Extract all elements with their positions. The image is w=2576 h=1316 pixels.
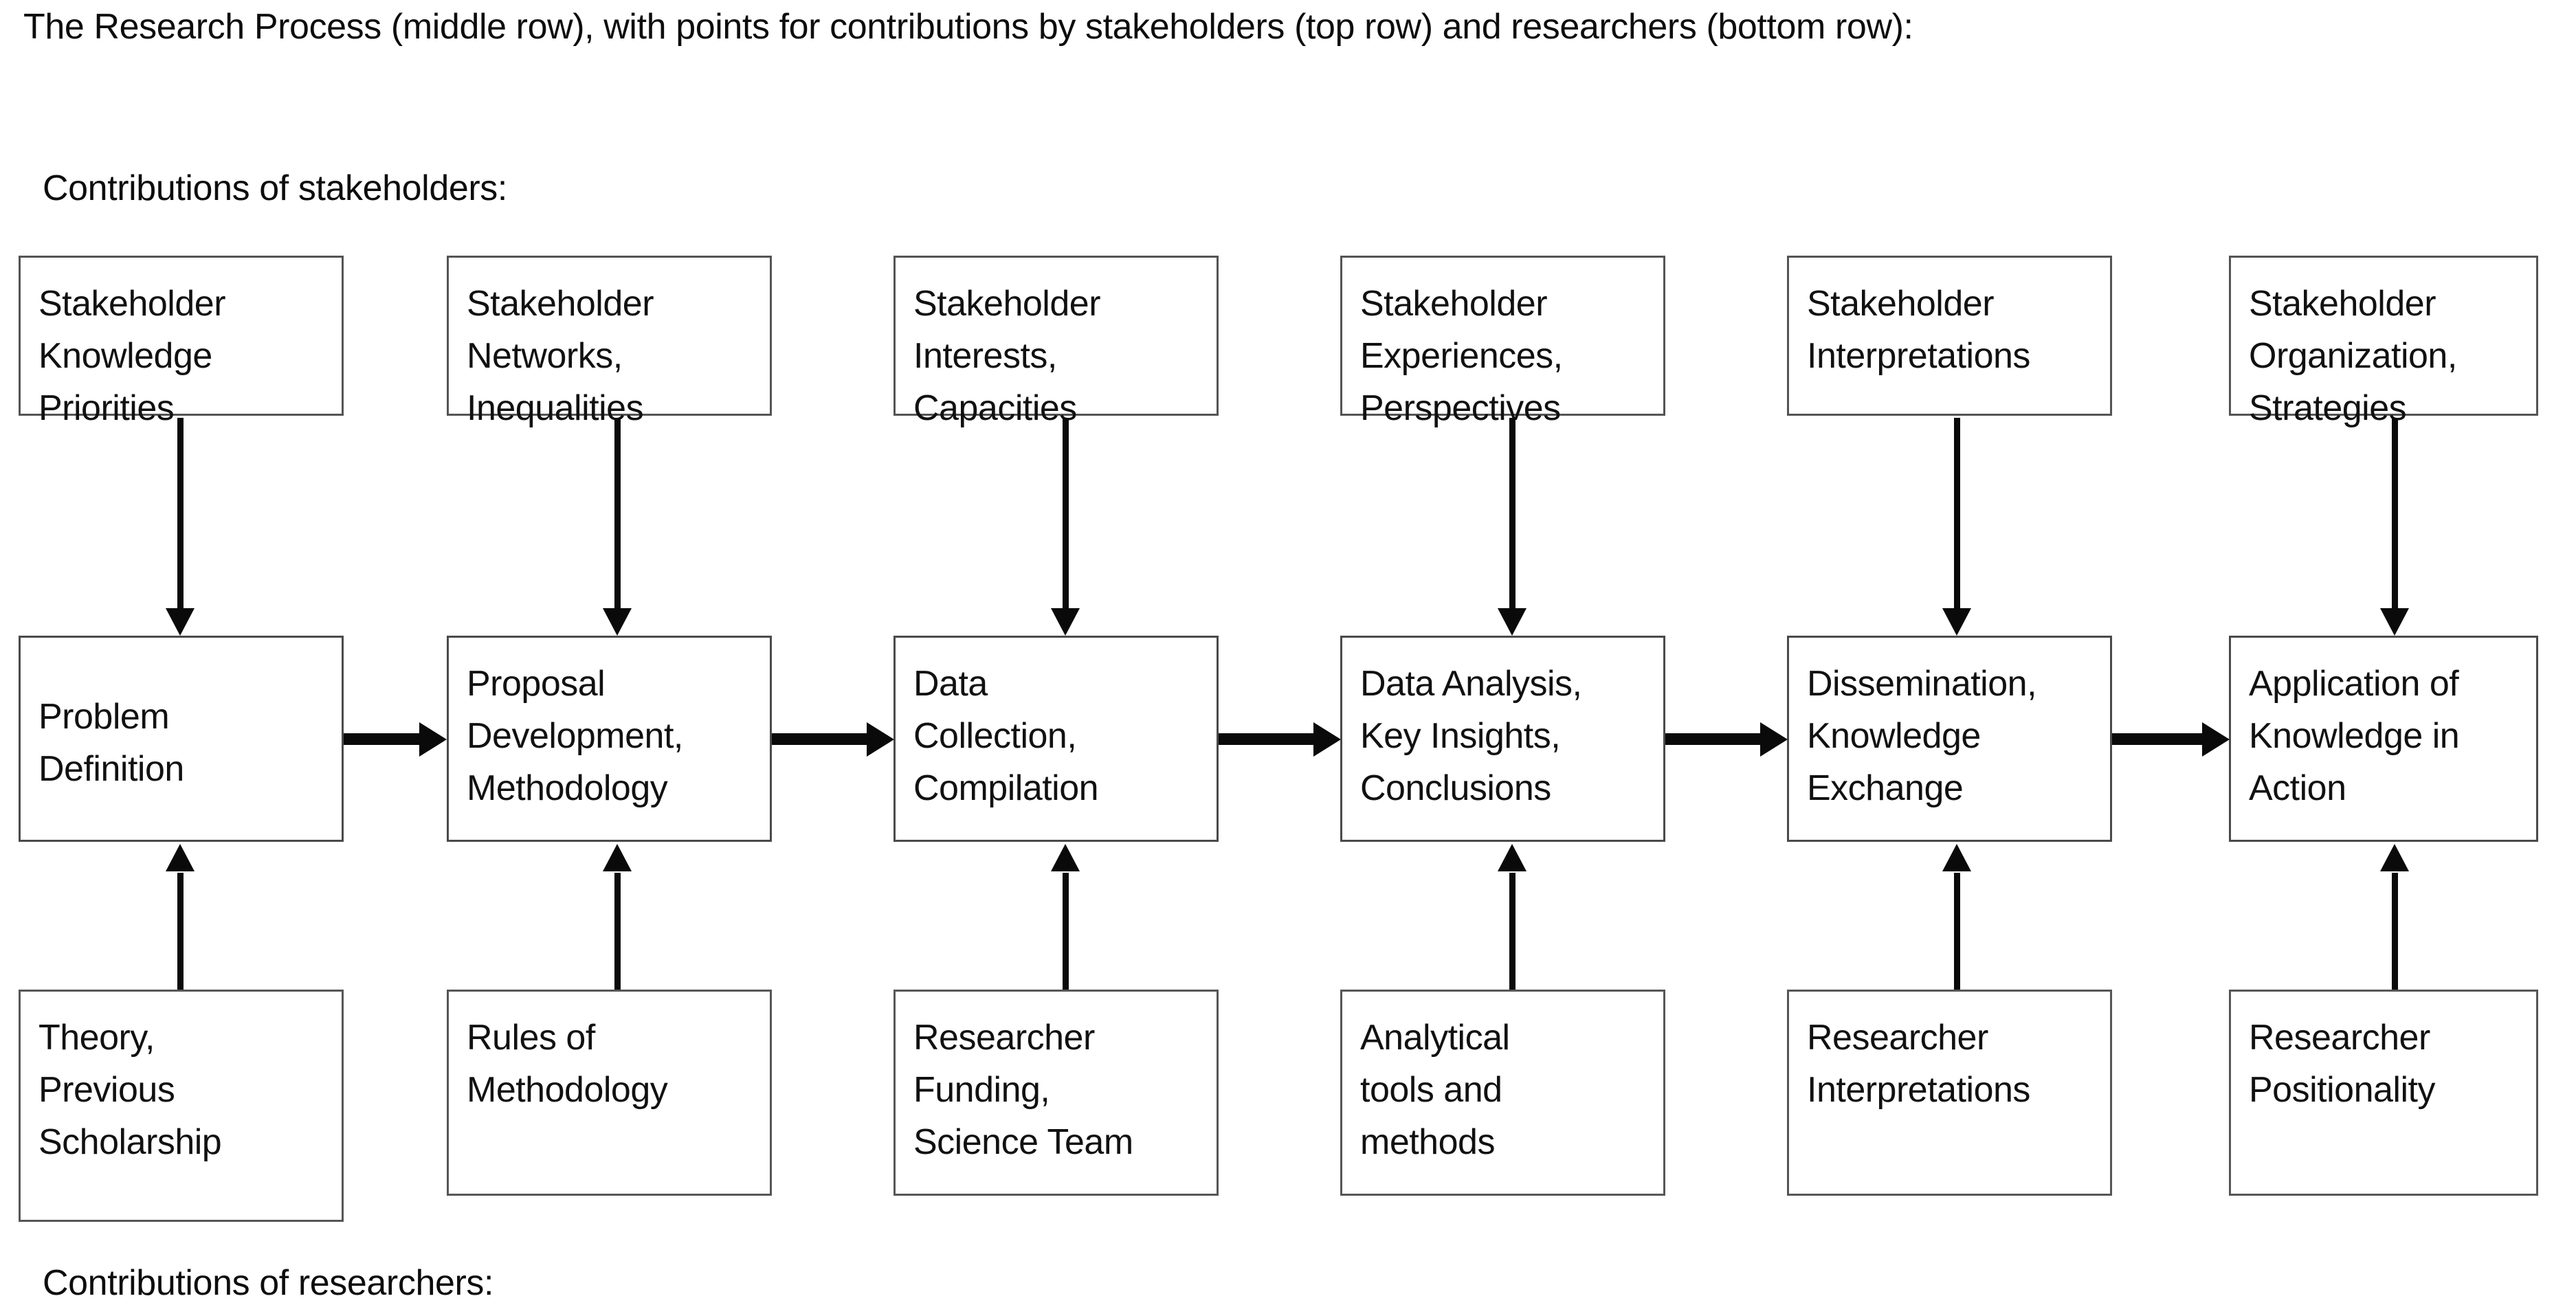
node-line: methods — [1360, 1122, 1495, 1162]
node-line: Knowledge in — [2249, 715, 2460, 756]
node-line: Interpretations — [1807, 1069, 2030, 1110]
node-line: Problem — [38, 697, 170, 737]
node-line: Application of — [2249, 664, 2459, 704]
node-line: Science Team — [913, 1122, 1133, 1162]
stakeholder-node-5[interactable]: Stakeholder Interpretations — [1787, 256, 2112, 416]
researcher-node-5[interactable]: Researcher Interpretations — [1787, 990, 2112, 1196]
node-line: tools and — [1360, 1069, 1502, 1110]
node-line: Rules of — [467, 1018, 595, 1058]
process-node-5[interactable]: Dissemination, Knowledge Exchange — [1787, 636, 2112, 842]
researcher-node-2[interactable]: Rules of Methodology — [447, 990, 772, 1196]
process-node-2[interactable]: Proposal Development, Methodology — [447, 636, 772, 842]
stakeholder-node-1[interactable]: Stakeholder Knowledge Priorities — [19, 256, 344, 428]
node-line: Exchange — [1807, 768, 1964, 808]
node-line: Priorities — [38, 388, 175, 428]
node-line: Data Analysis, — [1360, 664, 1582, 704]
researcher-node-4[interactable]: Analytical tools and methods — [1340, 990, 1665, 1196]
node-line: Dissemination, — [1807, 664, 2037, 704]
node-line: Interests, — [913, 335, 1057, 376]
node-line: Previous — [38, 1069, 175, 1110]
node-line: Stakeholder — [1360, 284, 1548, 324]
node-line: Data — [913, 664, 988, 704]
node-line: Researcher — [913, 1018, 1095, 1058]
node-line: Perspectives — [1360, 388, 1561, 428]
node-line: Action — [2249, 768, 2346, 808]
node-line: Theory, — [38, 1018, 155, 1058]
node-line: Knowledge — [38, 335, 212, 376]
node-line: Positionality — [2249, 1069, 2435, 1110]
node-line: Funding, — [913, 1069, 1050, 1110]
stakeholder-node-3[interactable]: Stakeholder Interests, Capacities — [893, 256, 1219, 428]
node-line: Experiences, — [1360, 335, 1563, 376]
node-line: Development, — [467, 715, 683, 756]
node-line: Definition — [38, 748, 184, 789]
node-line: Stakeholder — [38, 284, 226, 324]
node-line: Methodology — [467, 1069, 668, 1110]
researcher-node-6[interactable]: Researcher Positionality — [2229, 990, 2538, 1196]
diagram-title: The Research Process (middle row), with … — [23, 7, 1913, 47]
node-line: Methodology — [467, 768, 668, 808]
node-line: Key Insights, — [1360, 715, 1561, 756]
process-node-6[interactable]: Application of Knowledge in Action — [2229, 636, 2538, 842]
stakeholder-node-2[interactable]: Stakeholder Networks, Inequalities — [447, 256, 772, 428]
node-line: Inequalities — [467, 388, 644, 428]
top-row-label: Contributions of stakeholders: — [43, 168, 507, 208]
researcher-node-3[interactable]: Researcher Funding, Science Team — [893, 990, 1219, 1196]
node-line: Stakeholder — [1807, 284, 1995, 324]
node-line: Scholarship — [38, 1122, 222, 1162]
stakeholder-node-6[interactable]: Stakeholder Organization, Strategies — [2229, 256, 2538, 428]
node-line: Organization, — [2249, 335, 2457, 376]
node-line: Analytical — [1360, 1018, 1510, 1058]
node-line: Capacities — [913, 388, 1077, 428]
node-line: Knowledge — [1807, 715, 1981, 756]
node-line: Researcher — [2249, 1018, 2430, 1058]
bottom-row-label: Contributions of researchers: — [43, 1263, 494, 1303]
node-line: Conclusions — [1360, 768, 1551, 808]
node-line: Strategies — [2249, 388, 2407, 428]
node-line: Stakeholder — [467, 284, 654, 324]
node-line: Stakeholder — [2249, 284, 2436, 324]
node-line: Networks, — [467, 335, 623, 376]
process-node-4[interactable]: Data Analysis, Key Insights, Conclusions — [1340, 636, 1665, 842]
node-line: Collection, — [913, 715, 1077, 756]
researcher-node-1[interactable]: Theory, Previous Scholarship — [19, 990, 344, 1222]
node-line: Compilation — [913, 768, 1099, 808]
node-line: Proposal — [467, 664, 606, 704]
process-node-3[interactable]: Data Collection, Compilation — [893, 636, 1219, 842]
node-line: Researcher — [1807, 1018, 1988, 1058]
process-node-1[interactable]: Problem Definition — [19, 636, 344, 842]
stakeholder-node-4[interactable]: Stakeholder Experiences, Perspectives — [1340, 256, 1665, 428]
node-line: Interpretations — [1807, 335, 2030, 376]
node-line: Stakeholder — [913, 284, 1101, 324]
